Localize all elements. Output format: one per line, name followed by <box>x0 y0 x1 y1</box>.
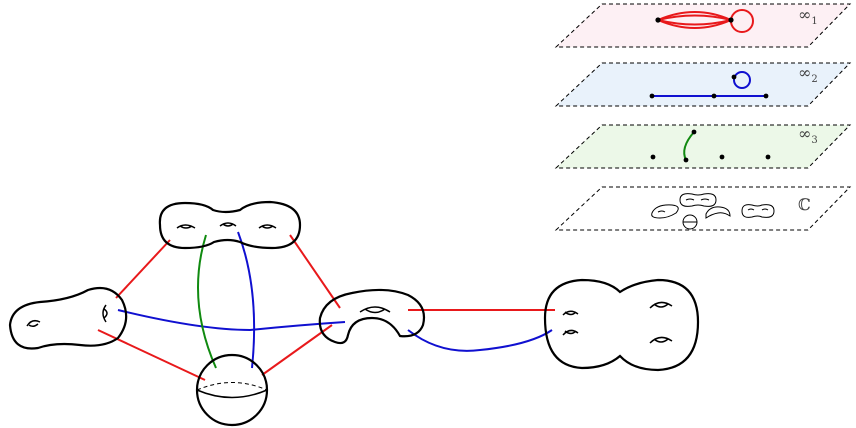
blue-edges <box>117 231 553 369</box>
plane-infinity-1-sheet <box>554 3 852 48</box>
plane-complex-label: ℂ <box>798 195 811 214</box>
blue-edge-top-sphere <box>237 231 256 369</box>
red-edge-top-middle <box>289 234 341 309</box>
surface-middle-torus <box>318 288 426 345</box>
plane-infinity-3-sheet <box>554 124 852 169</box>
green-edge-top-sphere <box>197 234 217 369</box>
surface-sphere <box>195 353 269 427</box>
plane-infinity-2-sheet <box>554 62 852 107</box>
plane-1-red-graph <box>655 9 754 33</box>
blue-edge-left-middle <box>117 309 346 332</box>
plane-2-blue-graph <box>649 71 769 99</box>
plane-3-green-graph <box>650 129 771 163</box>
plane-complex: ℂ <box>554 186 852 231</box>
green-edges <box>197 234 217 369</box>
plane-complex-sheet <box>554 186 852 231</box>
surface-right-genus-4 <box>543 278 700 372</box>
surface-left-torus <box>8 286 128 350</box>
plane-complex-mini-surfaces <box>651 193 775 230</box>
red-edges <box>97 234 555 381</box>
surface-top-genus-3 <box>158 200 302 250</box>
plane-infinity-2-label: ∞2 <box>798 63 818 85</box>
plane-infinity-3-label: ∞3 <box>798 124 818 146</box>
plane-infinity-3: ∞3 <box>554 124 852 169</box>
red-edge-left-sphere <box>97 329 206 381</box>
red-edge-top-left <box>115 239 171 299</box>
blue-edge-middle-right <box>407 329 553 352</box>
red-edge-middle-sphere <box>261 324 333 376</box>
plane-infinity-1-label: ∞1 <box>798 5 818 27</box>
plane-infinity-2: ∞2 <box>554 62 852 107</box>
plane-infinity-1: ∞1 <box>554 3 852 48</box>
